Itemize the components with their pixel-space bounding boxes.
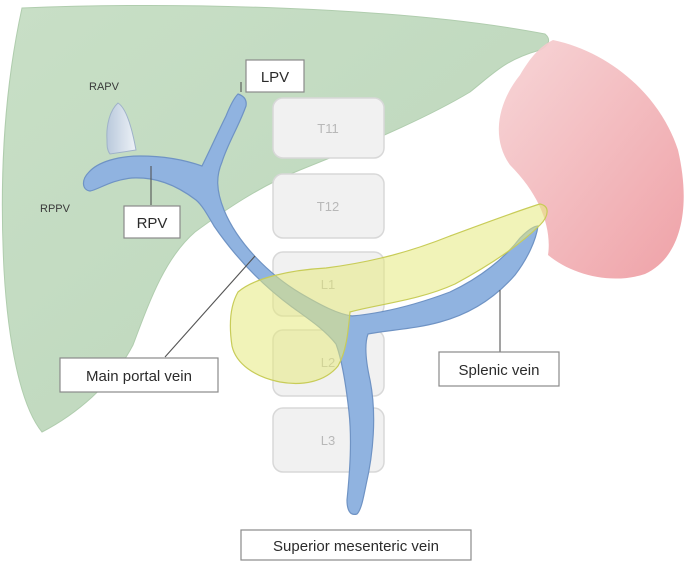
vertebra-l3-label: L3 [321, 433, 335, 448]
rpv-label: RPV [137, 215, 168, 232]
superior-mesenteric-vein-label-box [240, 529, 472, 561]
vertebra-t11-label: T11 [317, 121, 338, 136]
main-portal-vein-label: Main portal vein [86, 368, 192, 385]
splenic-vein-label: Splenic vein [459, 362, 540, 379]
vertebra-t12 [272, 173, 385, 239]
right-anterior-portal-vein [106, 102, 137, 155]
liver-shape [1, 5, 550, 433]
rppv-label: RPPV [40, 203, 71, 215]
lpv-label: LPV [261, 69, 289, 86]
vertebra-t11 [272, 97, 385, 159]
main-portal-vein-leader-line [164, 255, 256, 358]
superior-mesenteric-vein-label: Superior mesenteric vein [273, 538, 439, 555]
splenic-vein-label-box [438, 351, 560, 387]
pancreas-shape [229, 203, 548, 385]
rapv-label: RAPV [89, 81, 120, 93]
vertebra-t12-label: T12 [317, 199, 339, 214]
lpv-label-box [245, 59, 305, 93]
main-portal-vein-label-box [59, 357, 219, 393]
rpv-label-box [123, 205, 181, 239]
